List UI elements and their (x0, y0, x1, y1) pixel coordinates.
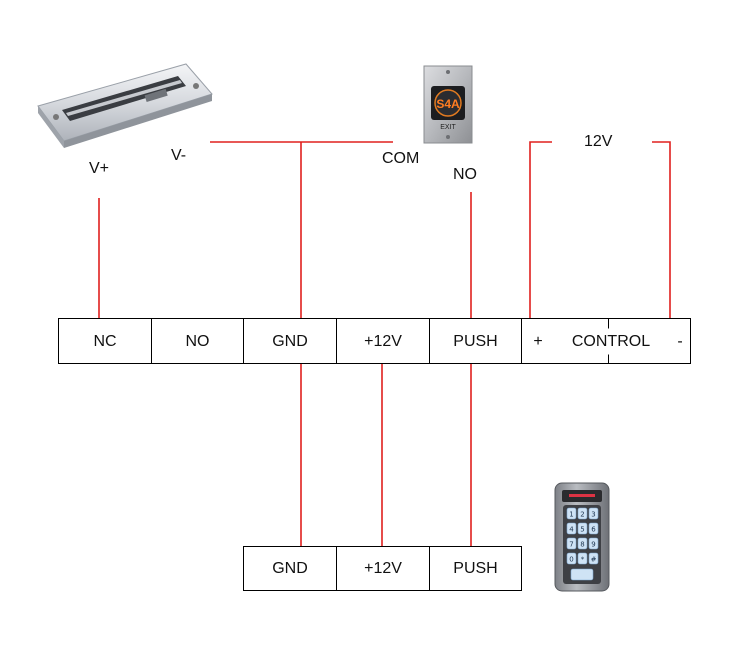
keypad-enter-key (570, 568, 594, 581)
keypad-key (577, 507, 588, 520)
keypad-key (588, 537, 599, 550)
keypad-key-label: 0 (569, 556, 573, 564)
no-label: NO (453, 166, 477, 183)
keypad-key (566, 507, 577, 520)
terminal-gnd: GND (272, 332, 308, 350)
keypad-key (588, 552, 599, 565)
keypad-key-label: 2 (580, 511, 584, 519)
keypad-key-label: 7 (569, 541, 573, 549)
v-plus-label: V+ (89, 160, 110, 177)
keypad-key (588, 507, 599, 520)
svg-text:S4A: S4A (436, 97, 460, 111)
keypad-terminal-12v: +12V (364, 560, 402, 577)
wire-12v-minus (652, 141, 671, 318)
svg-text:EXIT: EXIT (440, 124, 456, 131)
wire-12v-plus (529, 141, 552, 318)
keypad-key-label: 1 (569, 511, 573, 519)
keypad-key (577, 552, 588, 565)
controller-terminal-block (58, 318, 691, 364)
keypad-key (577, 522, 588, 535)
terminal-control-plus: + (533, 332, 543, 350)
v-minus-label: V- (171, 147, 187, 164)
terminal-12v: +12V (364, 332, 402, 350)
keypad-key-label: 4 (569, 526, 574, 534)
keypad-key (566, 552, 577, 565)
wires (98, 141, 671, 546)
twelve-v-label: 12V (584, 133, 613, 150)
keypad-key-label: # (591, 556, 597, 564)
keypad-key-label: 6 (591, 526, 596, 534)
keypad-key-label: 9 (591, 541, 595, 549)
keypad-key (577, 537, 588, 550)
terminal-control-minus: - (677, 332, 683, 350)
terminal-no: NO (185, 332, 210, 350)
com-label: COM (382, 150, 420, 167)
terminal-push: PUSH (453, 332, 498, 350)
exit-button-icon: S4A EXIT (423, 65, 473, 144)
terminal-control: CONTROL (571, 332, 651, 350)
keypad-key-label: 8 (580, 541, 584, 549)
keypad-key (588, 522, 599, 535)
keypad-key-label: * (581, 556, 585, 564)
keypad-key (566, 522, 577, 535)
keypad-terminal-push: PUSH (453, 560, 498, 577)
keypad-terminal-block (243, 546, 522, 591)
terminal-nc: NC (93, 332, 117, 350)
keypad-key-label: 5 (580, 526, 584, 534)
keypad-terminal-gnd: GND (272, 560, 308, 577)
keypad-key (566, 537, 577, 550)
keypad-key-label: 3 (591, 511, 595, 519)
maglock-icon (37, 63, 213, 148)
